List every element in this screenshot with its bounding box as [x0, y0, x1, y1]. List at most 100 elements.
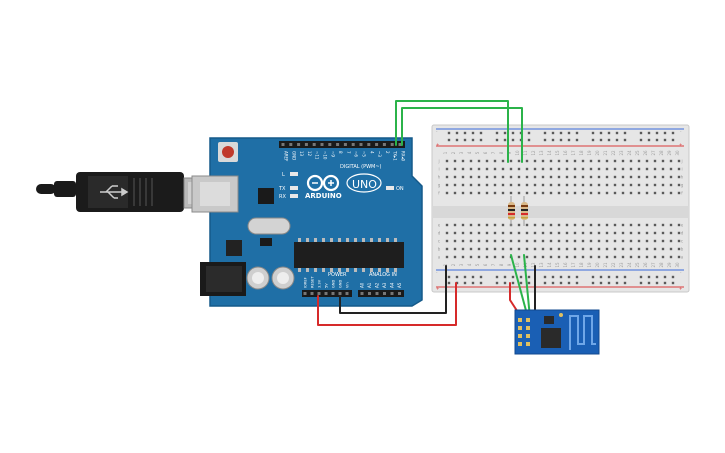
digital-pin[interactable] — [312, 143, 316, 146]
digital-pin[interactable] — [375, 143, 379, 146]
wire-green-tx[interactable] — [395, 100, 509, 163]
breadboard-holes[interactable] — [445, 131, 681, 285]
analog-header[interactable] — [358, 290, 404, 297]
row-letter: e — [438, 223, 441, 228]
analog-pin[interactable] — [360, 292, 364, 295]
crystal-oscillator — [247, 217, 291, 235]
arduino-uno-board[interactable]: L TX RX ON ARDUINO UNO DIGITAL (PWM~) PO… — [191, 137, 423, 307]
row-letter: h — [438, 175, 441, 180]
usb-chip — [258, 188, 274, 204]
analog-pin[interactable] — [383, 292, 386, 295]
digital-pin[interactable] — [398, 143, 402, 146]
led-rx-label: RX — [279, 194, 286, 200]
digital-header[interactable] — [279, 141, 405, 148]
analog-pin[interactable] — [375, 292, 379, 295]
column-label: 24 — [627, 262, 632, 268]
power-pin[interactable] — [310, 292, 314, 295]
row-letter: i — [681, 167, 682, 172]
row-letter: a — [681, 255, 684, 260]
column-label: 14 — [547, 150, 552, 156]
column-label: 4 — [467, 151, 472, 154]
esp-header-pins[interactable] — [518, 318, 530, 346]
digital-pin[interactable] — [297, 143, 301, 146]
rail-plus-bottom-right: + — [679, 286, 682, 291]
resistor-2[interactable] — [521, 196, 528, 226]
row-letter: g — [681, 183, 684, 188]
column-label: 17 — [571, 262, 576, 268]
digital-pin[interactable] — [390, 143, 394, 146]
row-letter: f — [681, 191, 683, 196]
power-pin[interactable] — [303, 292, 307, 295]
digital-pin[interactable] — [320, 143, 324, 146]
power-pin-label: Vin — [346, 282, 350, 288]
wire-black-gnd[interactable] — [339, 265, 447, 314]
column-label: 19 — [587, 262, 592, 268]
rail-minus-bottom: - — [436, 270, 438, 275]
digital-pin[interactable] — [367, 143, 371, 146]
digital-pin[interactable] — [304, 143, 308, 146]
column-label: 30 — [675, 262, 680, 268]
digital-pin[interactable] — [289, 143, 293, 146]
column-label: 10 — [515, 262, 520, 268]
digital-pin-label: AREF — [284, 151, 289, 162]
column-label: 13 — [539, 150, 544, 156]
digital-pin[interactable] — [382, 143, 386, 146]
column-label: 6 — [483, 151, 488, 154]
column-label: 9 — [507, 263, 512, 266]
column-label: 25 — [635, 150, 640, 156]
row-letter: d — [438, 231, 441, 236]
antenna-trace — [569, 315, 596, 350]
column-label: 24 — [627, 150, 632, 156]
column-label: 22 — [611, 150, 616, 156]
column-label: 3 — [459, 263, 464, 266]
wire-green-rx[interactable] — [401, 107, 523, 163]
column-label: 1 — [443, 263, 448, 266]
wire-green-esp-1[interactable] — [510, 254, 529, 319]
arduino-logo-icon — [306, 174, 340, 192]
digital-pin-label: 2 — [385, 151, 390, 154]
digital-pin[interactable] — [351, 143, 355, 146]
row-letter: g — [438, 183, 441, 188]
power-pin[interactable] — [324, 292, 328, 295]
esp01-module[interactable] — [514, 309, 600, 355]
digital-pin[interactable] — [359, 143, 363, 146]
digital-pin[interactable] — [336, 143, 340, 146]
power-pin[interactable] — [317, 292, 321, 295]
resistor-1[interactable] — [508, 196, 515, 226]
row-letter: a — [438, 255, 441, 260]
atmega-chip — [294, 242, 404, 268]
rail-plus-top: + — [436, 142, 439, 147]
rail-minus-top-right: - — [680, 129, 682, 134]
analog-pin-label: A2 — [375, 282, 380, 288]
digital-pin[interactable] — [328, 143, 332, 146]
column-label: 30 — [675, 150, 680, 156]
column-label: 23 — [619, 150, 624, 156]
power-pin[interactable] — [345, 292, 349, 295]
column-label: 18 — [579, 262, 584, 268]
row-letter: d — [681, 231, 684, 236]
digital-pin[interactable] — [343, 143, 347, 146]
row-letter: c — [681, 239, 683, 244]
digital-pin-label: 4 — [369, 151, 374, 154]
wire-green-esp-2[interactable] — [523, 254, 531, 319]
column-label: 23 — [619, 262, 624, 268]
column-label: 11 — [523, 150, 528, 156]
column-label: 22 — [611, 262, 616, 268]
analog-pin[interactable] — [398, 292, 401, 295]
row-letter: f — [438, 191, 440, 196]
wire-red-3v3[interactable] — [317, 282, 457, 326]
digital-pin-label: ~5 — [362, 151, 367, 157]
power-pin[interactable] — [338, 292, 342, 295]
digital-pin-label: 12 — [307, 151, 312, 157]
column-label: 27 — [651, 150, 656, 156]
row-letter: j — [680, 159, 682, 164]
digital-pin[interactable] — [281, 143, 285, 146]
column-label: 5 — [475, 263, 480, 266]
power-pin-label: RESET — [311, 276, 315, 288]
analog-pin[interactable] — [390, 292, 394, 295]
power-pin[interactable] — [331, 292, 335, 295]
breadboard[interactable]: - + - + - + - + 112233445566778899101011… — [431, 124, 690, 293]
column-label: 18 — [579, 150, 584, 156]
analog-pin[interactable] — [368, 292, 371, 295]
usb-icon — [100, 185, 129, 199]
